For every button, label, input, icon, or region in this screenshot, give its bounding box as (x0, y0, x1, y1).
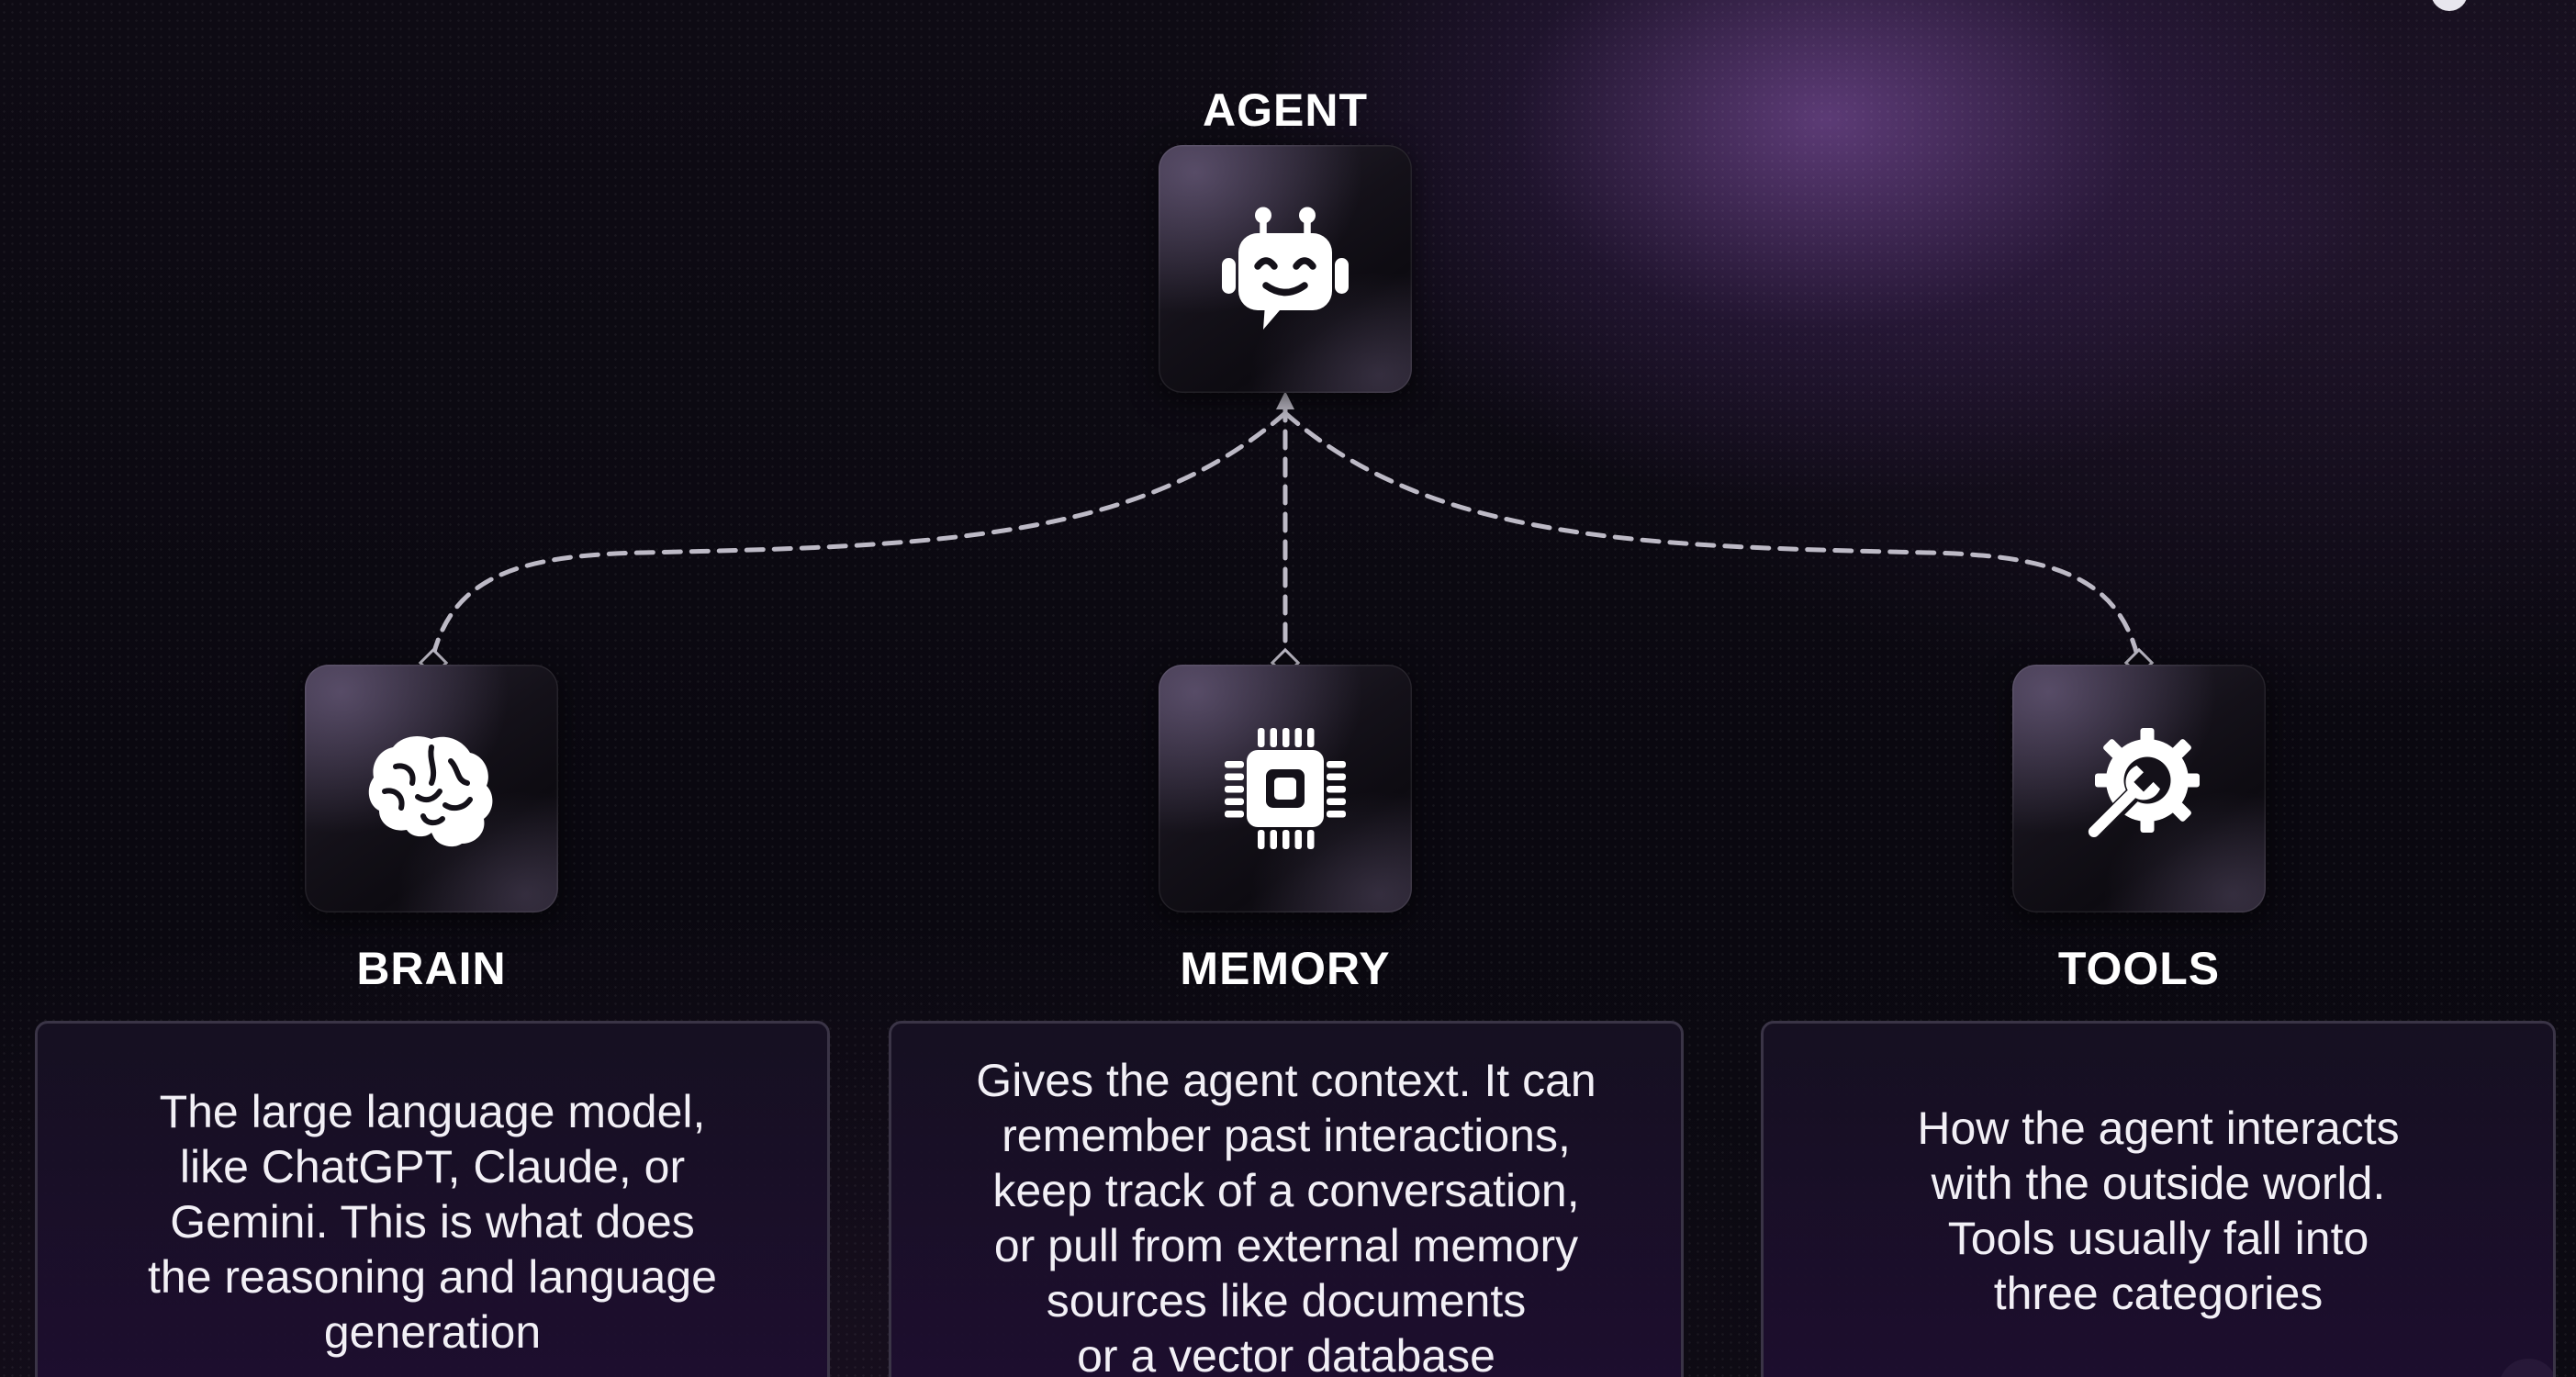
brain-card (305, 665, 558, 912)
agent-label: AGENT (1203, 84, 1368, 136)
tools-label: TOOLS (2057, 943, 2221, 994)
gear-wrench-icon (2088, 728, 2200, 840)
agent-card (1159, 145, 1412, 393)
memory-label: MEMORY (1180, 943, 1391, 994)
agent-arrow-tip (1276, 391, 1294, 409)
robot-icon (1222, 207, 1349, 330)
connector-agent-brain (429, 410, 1288, 666)
chip-icon (1225, 728, 1346, 849)
memory-description-box: Gives the agent context. It can remember… (889, 1021, 1684, 1377)
memory-description: Gives the agent context. It can remember… (976, 1055, 1596, 1377)
tools-description-box: How the agent interacts with the outside… (1761, 1021, 2556, 1377)
brain-description: The large language model, like ChatGPT, … (148, 1086, 717, 1358)
corner-decoration (2431, 0, 2468, 11)
brain-description-box: The large language model, like ChatGPT, … (35, 1021, 830, 1377)
connector-agent-tools (1282, 410, 2142, 666)
memory-card (1159, 665, 1412, 912)
brain-icon (368, 736, 493, 847)
brain-label: BRAIN (356, 943, 507, 994)
tools-card (2012, 665, 2266, 912)
tools-description: How the agent interacts with the outside… (1917, 1103, 2400, 1319)
